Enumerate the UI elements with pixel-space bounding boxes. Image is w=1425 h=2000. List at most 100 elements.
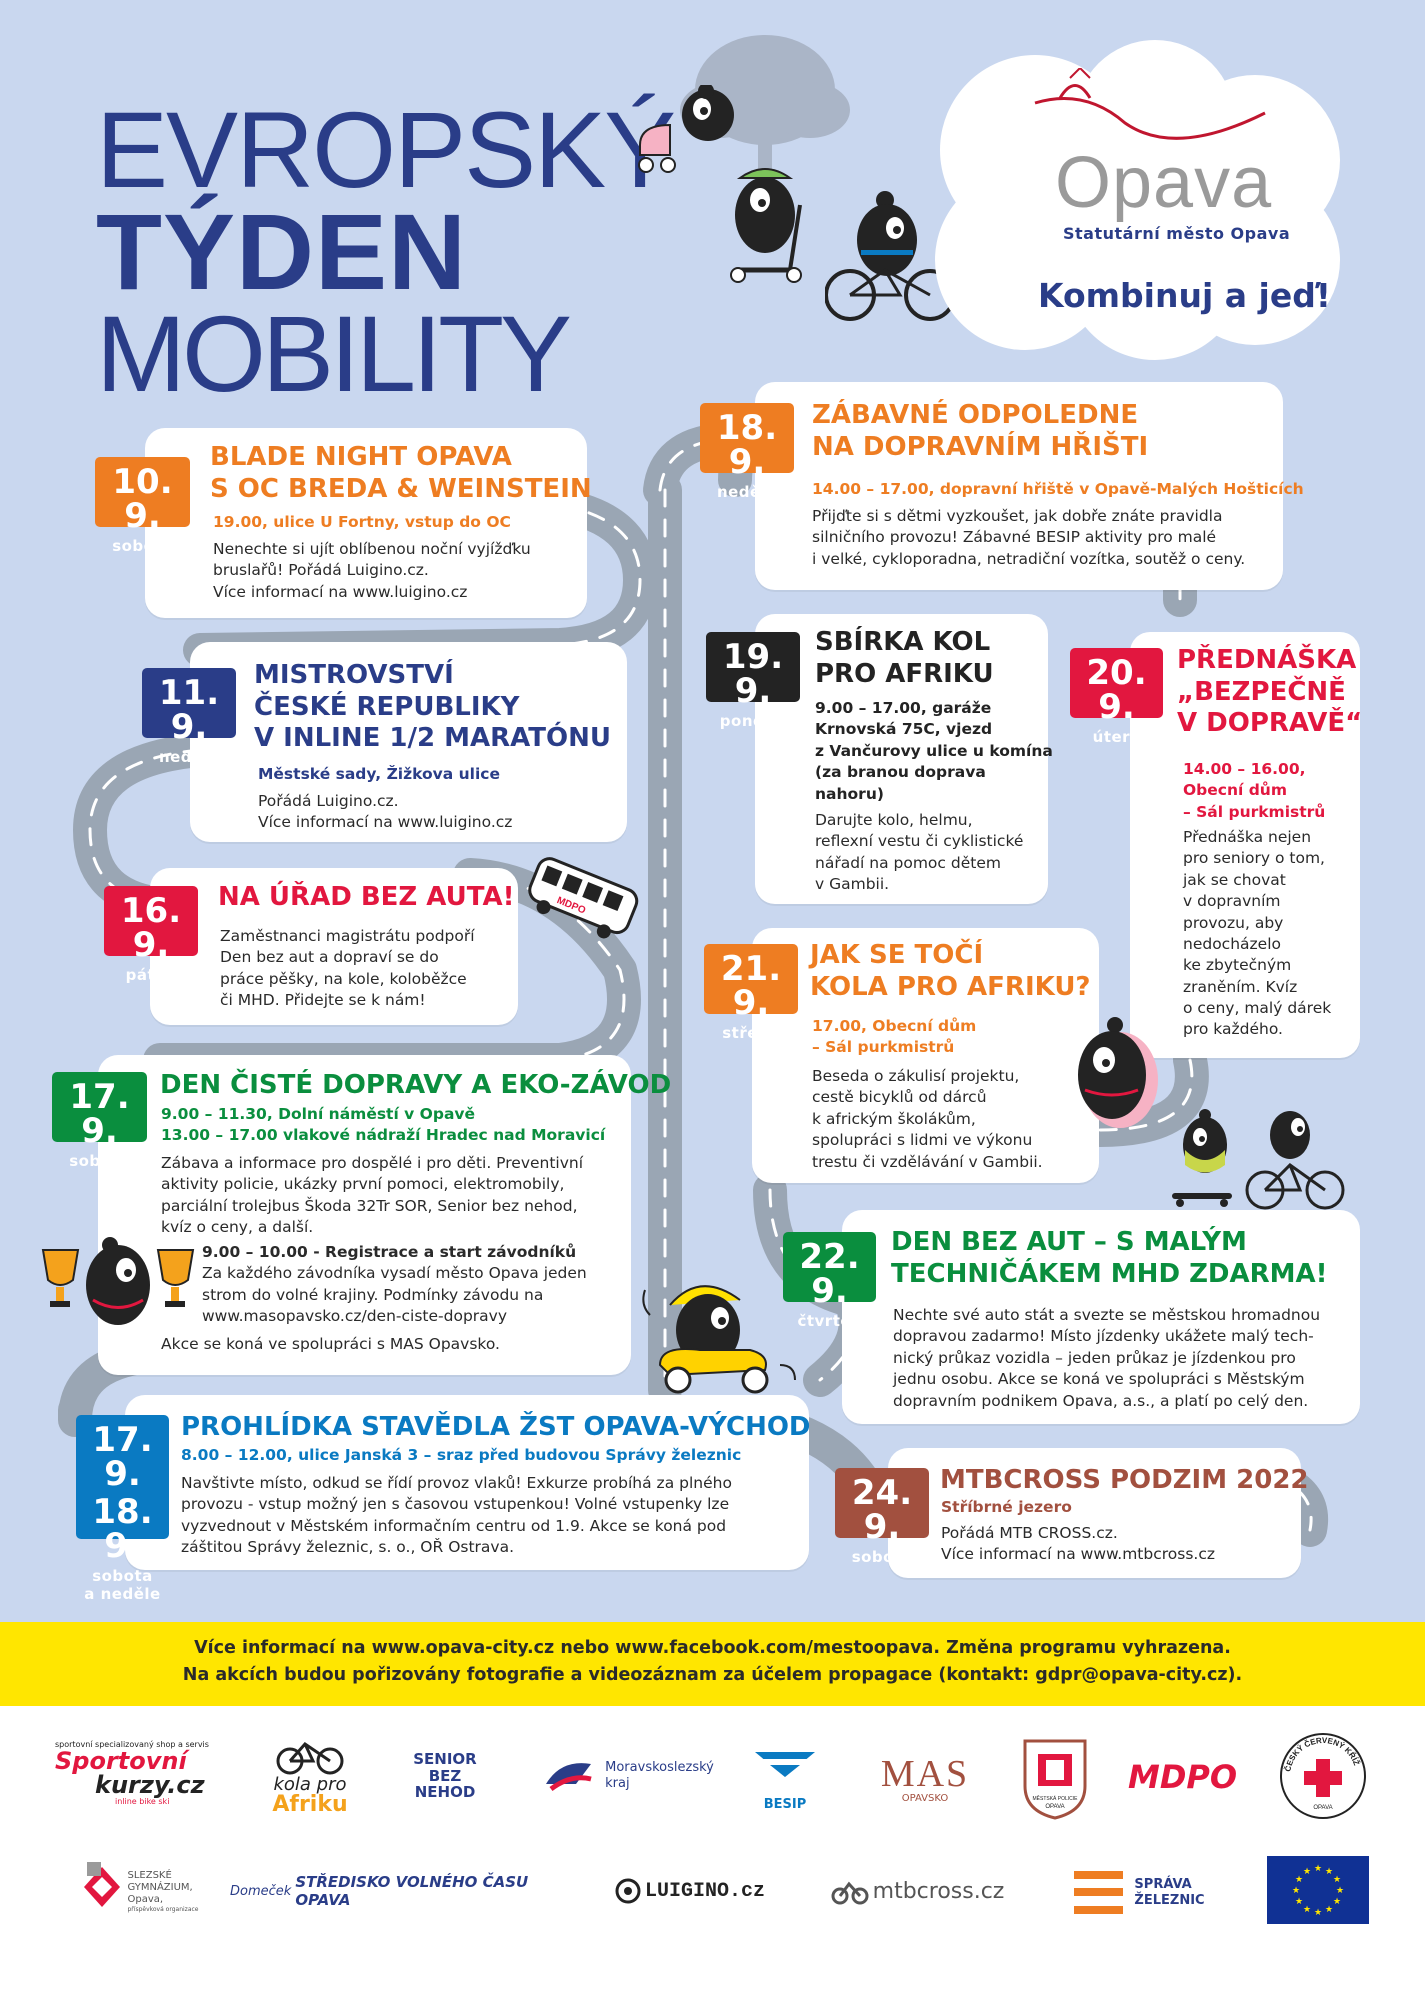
red-cross-city: OPAVA (1313, 1805, 1332, 1811)
event-desc-line: kvíz o ceny, a další. (161, 1218, 314, 1237)
logo-sz-line2: ŽELEZNIC (1134, 1893, 1205, 1908)
svg-text:★: ★ (1295, 1875, 1303, 1885)
event-desc-line: dopravním podnikem Opava, a.s., a platí … (893, 1391, 1309, 1410)
bus-icon: MDPO (528, 857, 639, 939)
eu-stars-icon: ★★★★ ★★★★ ★★★★ (1292, 1864, 1344, 1918)
event-desc-line: Nechte své auto stát a svezte se městsko… (893, 1306, 1321, 1324)
event-title-line: S OC BREDA & WEINSTEIN (210, 473, 592, 504)
logo-besip: BESIP (740, 1742, 830, 1817)
event-desc-line: pro každého. (1183, 1020, 1283, 1039)
mascot-bicycle-icon (825, 191, 955, 321)
event-desc: Darujte kolo, helmu, reflexní vestu či c… (815, 810, 1023, 896)
event-desc-line: Darujte kolo, helmu, (815, 811, 973, 829)
logo-senior-text: SENIOR (413, 1750, 477, 1769)
event-desc-line: zraněním. Kvíz (1183, 977, 1298, 996)
logo-msk-line1: Moravskoslezský (605, 1759, 714, 1775)
event-date-badge: 19. 9. pondělí (706, 632, 800, 729)
event-race-title: 9.00 – 10.00 - Registrace a start závodn… (202, 1243, 577, 1261)
event-desc-line: Více informací na www.luigino.cz (258, 813, 513, 832)
event-sub: 8.00 – 12.00, ulice Janská 3 – sraz před… (181, 1445, 741, 1466)
svg-text:★: ★ (1295, 1897, 1303, 1907)
event-desc-line: Více informací na www.mtbcross.cz (941, 1545, 1215, 1564)
msk-emblem-icon (546, 1762, 592, 1791)
event-title-line: NA DOPRAVNÍM HŘIŠTI (812, 431, 1149, 462)
event-desc: Nechte své auto stát a svezte se městsko… (893, 1305, 1320, 1412)
event-desc-line: o ceny, malý dárek (1183, 999, 1332, 1017)
event-desc: Beseda o zákulisí projektu, cestě bicykl… (812, 1066, 1043, 1173)
logo-mas-opavsko: MAS OPAVSKO (870, 1742, 980, 1817)
title-line-2: TÝDEN (96, 191, 468, 312)
event-desc-line: nický průkaz vozidla – jeden průkaz je j… (893, 1348, 1296, 1367)
event-desc-line: Nenechte si ujít oblíbenou noční vyjížďk… (213, 540, 531, 558)
event-date-badge: 24. 9. sobota (835, 1468, 929, 1565)
logo-afriku-text: Afriku (272, 1791, 348, 1817)
event-desc-line: Přijďte si s dětmi vyzkoušet, jak dobře … (812, 507, 1223, 525)
event-title-line: V INLINE 1/2 MARATÓNU (254, 723, 611, 754)
event-sub-line: 14.00 – 17.00, dopravní hřiště v Opavě-M… (812, 480, 1304, 498)
event-desc-line: Více informací na www.luigino.cz (213, 582, 468, 601)
event-date: 19. 9. (722, 637, 784, 711)
event-title-line: NA ÚŘAD BEZ AUTA! (218, 882, 515, 912)
event-card-urad (150, 868, 518, 1025)
event-desc-line: v dopravním (1183, 892, 1281, 911)
title-line-3: MOBILITY (96, 293, 572, 414)
logo-mtbcross: mtbcross.cz (825, 1866, 1010, 1916)
event-day: neděle (716, 483, 778, 501)
bicycle-icon (276, 1741, 344, 1774)
event-desc-line: jednu osobu. Akce se koná ve spolupráci … (893, 1370, 1305, 1389)
event-date: 16. 9. (120, 891, 182, 965)
red-cross-icon: ČESKÝ ČERVENÝ KŘÍŽ OPAVA (1279, 1732, 1366, 1819)
svg-text:★: ★ (1303, 1867, 1311, 1877)
svg-text:★: ★ (1336, 1886, 1344, 1896)
event-date: 11. 9. (158, 673, 220, 747)
event-desc-line: cestě bicyklů od dárců (812, 1088, 987, 1107)
event-title-line: „BEZPEČNĚ (1177, 676, 1346, 707)
svg-text:★: ★ (1292, 1886, 1300, 1896)
event-date: 22. 9. (799, 1237, 860, 1311)
event-sub: 9.00 – 17.00, garáže Krnovská 75C, vjezd… (815, 698, 1053, 805)
logo-luigino-text: LUIGINO.cz (644, 1879, 766, 1903)
info-line-1: Více informací na www.opava-city.cz nebo… (194, 1638, 1231, 1658)
logo-gym-line3: Opava, (127, 1893, 164, 1905)
event-title: DEN BEZ AUT – S MALÝM TECHNIČÁKEM MHD ZD… (891, 1227, 1328, 1290)
event-date-badge: 10. 9. sobota (95, 457, 190, 554)
event-sub-line: z Vančurovy ulice u komína (815, 741, 1053, 760)
event-title-line: BLADE NIGHT OPAVA (210, 442, 512, 472)
event-desc-line: či MHD. Přidejte se k nám! (220, 991, 426, 1010)
logo-eu-flag: ★★★★ ★★★★ ★★★★ (1267, 1856, 1369, 1924)
event-title: PROHLÍDKA STAVĚDLA ŽST OPAVA-VÝCHOD (181, 1412, 811, 1444)
event-card-tocikola (752, 928, 1099, 1183)
event-title-line: V DOPRAVĚ“ (1177, 708, 1363, 739)
logo-nehod-text: NEHOD (414, 1783, 476, 1802)
event-date-badge: 17. 9. 18. 9. sobota a neděle (76, 1415, 169, 1602)
event-desc-line: reflexní vestu či cyklistické (815, 832, 1024, 851)
svg-text:★: ★ (1314, 1908, 1322, 1918)
event-desc-line: Přednáška nejen (1183, 828, 1312, 846)
event-sub-line: Stříbrné jezero (941, 1498, 1072, 1516)
event-desc-line: práce pěšky, na kole, koloběžce (220, 969, 467, 988)
event-title-line: MISTROVSTVÍ (254, 660, 454, 690)
logo-sprava-zeleznic: SPRÁVA ŽELEZNIC (1058, 1864, 1218, 1922)
event-day: a neděle (84, 1585, 161, 1603)
svg-text:★: ★ (1333, 1897, 1341, 1907)
event-card-inline (190, 642, 627, 842)
event-date-badge: 17. 9. sobota (52, 1072, 147, 1169)
mascot-moped-icon (642, 1285, 796, 1394)
event-desc-line: i velké, cykloporadna, netradiční vozítk… (812, 549, 1246, 568)
event-day: sobota (112, 537, 173, 555)
event-date: 18. 9. (716, 408, 778, 482)
police-text: MĚSTSKÁ POLICIE (1032, 1794, 1078, 1802)
event-day: čtvrtek (797, 1312, 862, 1330)
svg-text:★: ★ (1325, 1905, 1333, 1915)
event-desc: Zaměstnanci magistrátu podpoří Den bez a… (220, 926, 475, 1012)
logo-luigino: LUIGINO.cz (610, 1866, 770, 1916)
event-day: sobota (92, 1567, 153, 1585)
title-line-1: EVROPSKÝ (96, 89, 676, 210)
logo-mestska-policie: MĚSTSKÁ POLICIE OPAVA (1015, 1734, 1095, 1824)
cloud-shape (935, 40, 1340, 360)
event-title-line: KOLA PRO AFRIKU? (810, 971, 1091, 1002)
svg-text:★: ★ (1314, 1864, 1322, 1874)
event-race-info: 9.00 – 10.00 - Registrace a start závodn… (202, 1242, 587, 1328)
police-shield-icon: MĚSTSKÁ POLICIE OPAVA (1023, 1739, 1087, 1820)
